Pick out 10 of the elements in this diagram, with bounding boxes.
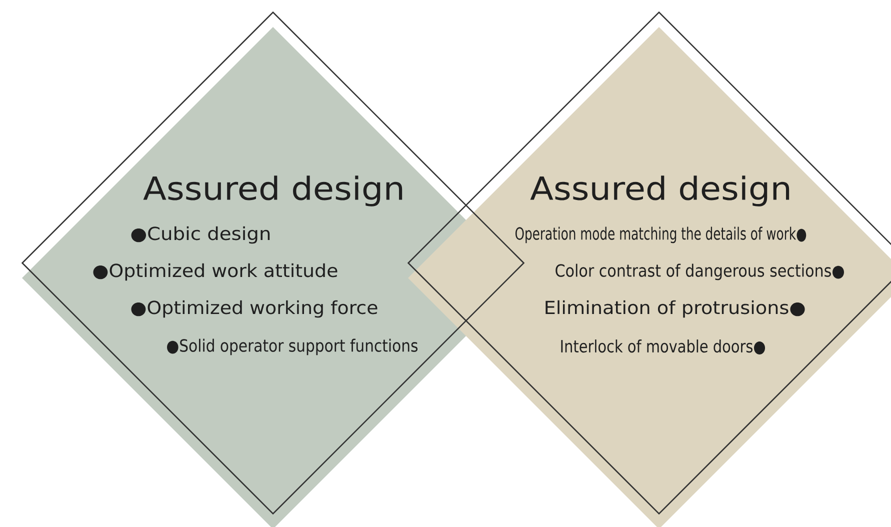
bullet-item: ●Cubic design <box>131 226 270 244</box>
bullet-item: ●Optimized working force <box>131 300 378 318</box>
bullet-item: ●Solid operator support functions <box>167 338 418 356</box>
heading: Assured design <box>530 176 790 206</box>
bullet-item: Interlock of movable doors● <box>561 340 766 354</box>
bullet-item: Color contrast of dangerous sections● <box>556 264 844 280</box>
bullet-item: ●Optimized work attitude <box>93 263 338 281</box>
bullet-item: Elimination of protrusions● <box>546 300 805 318</box>
heading: Assured design <box>143 176 402 206</box>
bullet-item: Operation mode matching the details of work● <box>515 226 806 244</box>
